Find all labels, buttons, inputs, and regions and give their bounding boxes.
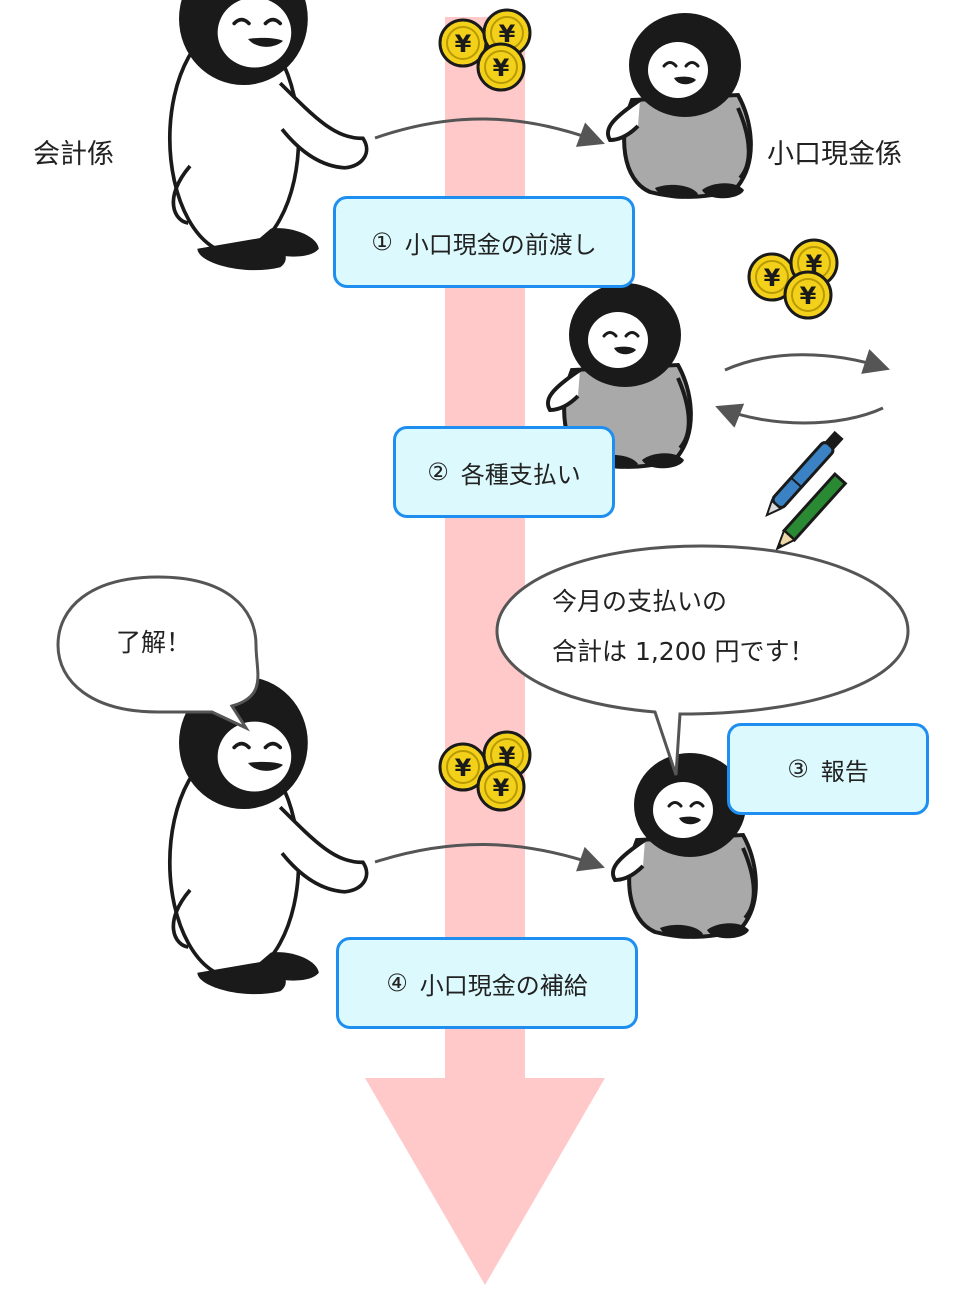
yen-coins-icon: [747, 238, 839, 320]
step-3-number: ③: [787, 755, 809, 783]
process-flow-arrow: [365, 17, 605, 1285]
step-1-box: ① 小口現金の前渡し: [333, 196, 635, 288]
step-2-number: ②: [427, 458, 449, 486]
cashier-speech-bubble: [495, 544, 910, 776]
accountant-role-label: 会計係: [33, 139, 114, 170]
step-3-box: ③ 報告: [727, 723, 929, 815]
step-1-number: ①: [371, 228, 393, 256]
step-1-label: 小口現金の前渡し: [404, 230, 597, 259]
step-2-box: ② 各種支払い: [393, 426, 615, 518]
pen-pencil-icon: [765, 430, 848, 551]
step-3-label: 報告: [820, 757, 869, 786]
step-4-label: 小口現金の補給: [419, 971, 588, 1000]
petty-cashier-role-label: 小口現金係: [767, 139, 902, 170]
accountant-reply-text: 了解！: [116, 628, 192, 657]
step-2-label: 各種支払い: [460, 460, 581, 489]
payment-out-arrow: [724, 349, 890, 374]
advance-arrow: [374, 117, 605, 147]
payment-return-arrow: [715, 403, 884, 428]
step-4-box: ④ 小口現金の補給: [336, 937, 638, 1029]
replenish-arrow: [374, 843, 605, 872]
cashier-report-line-2: 合計は 1,200 円です！: [552, 637, 815, 666]
cashier-penguin-icon: [605, 11, 753, 201]
cashier-report-line-1: 今月の支払いの: [552, 587, 728, 616]
step-4-number: ④: [386, 969, 408, 997]
accountant-speech-bubble: [56, 575, 260, 732]
